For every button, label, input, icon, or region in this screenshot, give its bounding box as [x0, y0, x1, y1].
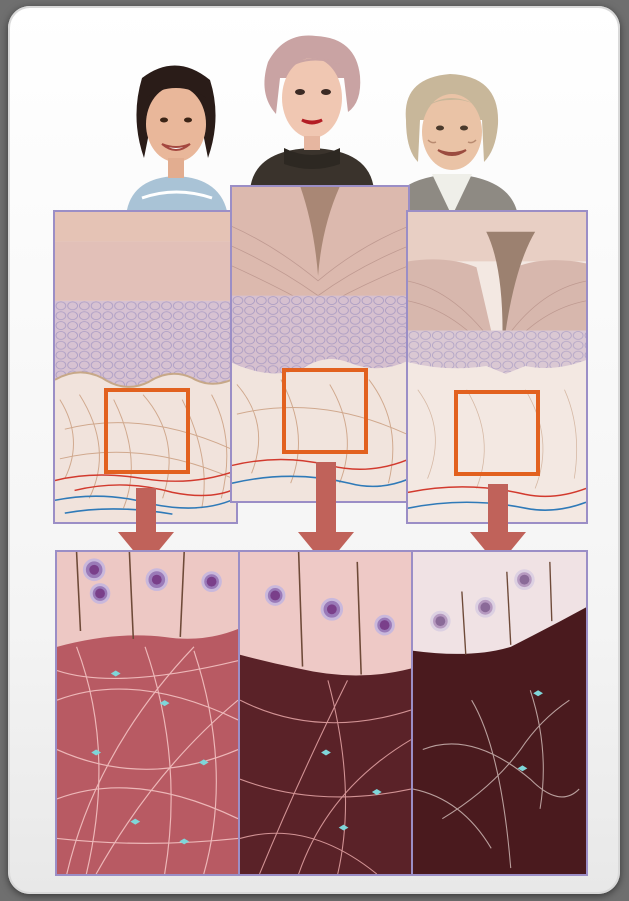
middle-aged-woman-portrait — [244, 32, 380, 190]
elderly-skin-cross-section — [406, 210, 588, 524]
young-skin-cross-section — [53, 210, 238, 524]
middle-aged-collagen-detail — [238, 550, 413, 876]
young-highlight-box — [104, 388, 190, 474]
elderly-collagen-detail — [411, 550, 588, 876]
middle-aged-skin-cross-section — [230, 185, 410, 503]
young-collagen-detail — [55, 550, 240, 876]
young-girl-portrait — [112, 58, 240, 216]
elderly-highlight-box — [454, 390, 540, 476]
middle-aged-highlight-box — [282, 368, 368, 454]
